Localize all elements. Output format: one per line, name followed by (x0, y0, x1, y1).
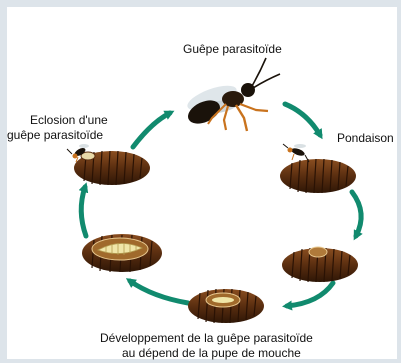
label-emergence-line1: Eclosion d'une (30, 113, 108, 127)
arrow-emergence-to-wasp (133, 113, 170, 147)
label-development-line2: au dépend de la pupe de mouche (122, 346, 301, 360)
arrow-pupa2-to-pupa3 (287, 283, 333, 306)
label-development-line1: Développement de la guêpe parasitoïde (100, 331, 313, 345)
arrow-wasp-to-laying (285, 104, 320, 135)
arrow-pupa4-to-emergence (81, 187, 86, 236)
parasitoid-wasp-icon (184, 58, 280, 131)
pupa-larva-small (188, 289, 264, 323)
pupa-emergence (74, 151, 150, 185)
pupa-laying (280, 159, 356, 193)
label-emergence-line2: guêpe parasitoïde (7, 128, 103, 142)
label-laying: Pondaison (337, 131, 394, 145)
arrow-laying-to-pupa2 (352, 192, 361, 236)
pupa-larva-large (82, 234, 162, 272)
pupa-egg (282, 247, 358, 282)
arrow-pupa3-to-pupa4 (130, 281, 188, 303)
label-wasp: Guêpe parasitoïde (183, 42, 282, 56)
laying-wasp-icon (283, 144, 309, 162)
